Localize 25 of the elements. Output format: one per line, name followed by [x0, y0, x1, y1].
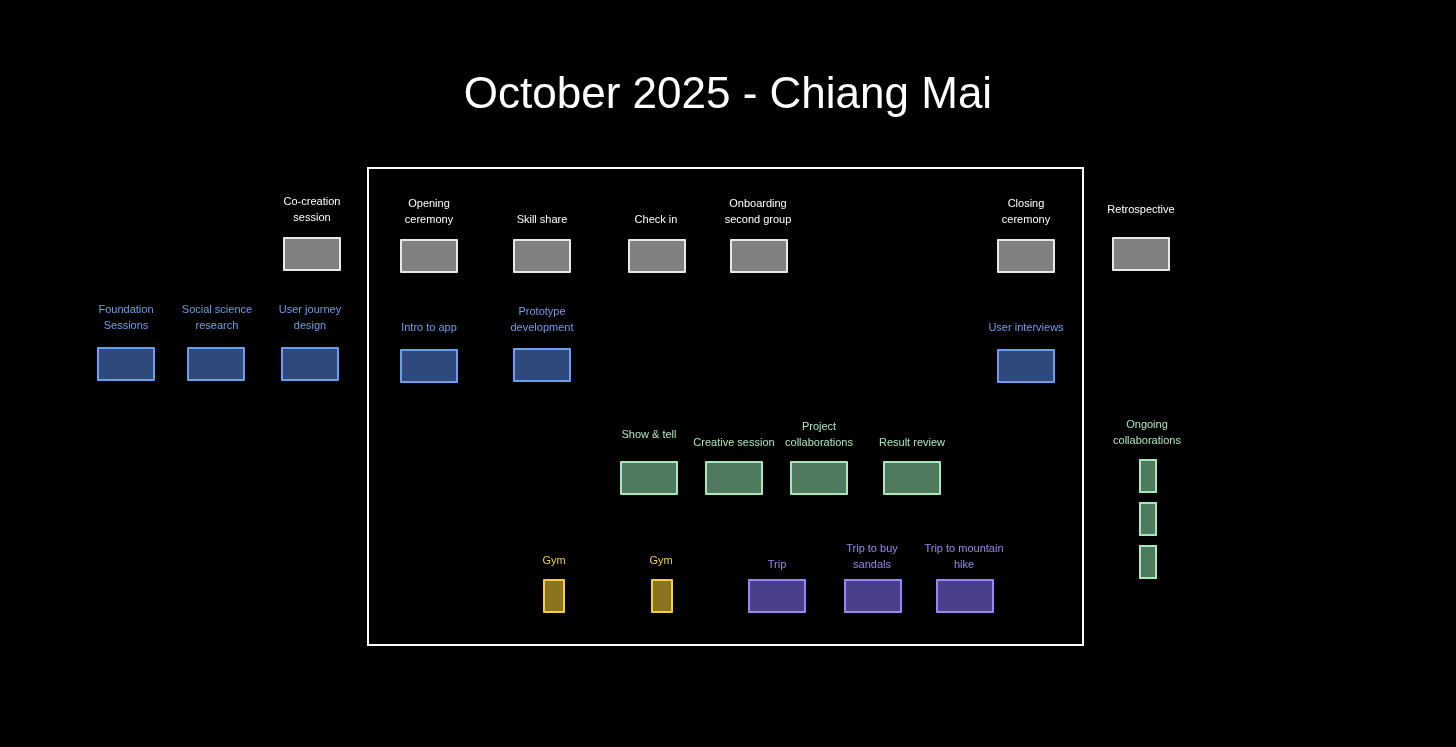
activity-label: Skill share — [515, 212, 569, 227]
activity-label: Opening ceremony — [403, 196, 455, 227]
frame — [367, 167, 1084, 646]
activity-label: User interviews — [987, 320, 1065, 335]
activity-label: Social science research — [180, 302, 254, 333]
activity-label: Retrospective — [1106, 202, 1176, 217]
activity-label: Trip to mountain hike — [923, 541, 1005, 572]
activity-label: Intro to app — [400, 320, 458, 335]
activity-label: Project collaborations — [784, 419, 854, 450]
activity-label: Closing ceremony — [1000, 196, 1052, 227]
activity-label: Foundation Sessions — [97, 302, 155, 333]
activity-label: Creative session — [692, 435, 776, 450]
activity-label: Gym — [648, 553, 674, 568]
activity-label: Show & tell — [620, 427, 678, 442]
activity-label: Gym — [541, 553, 567, 568]
diagram-title: October 2025 - Chiang Mai — [462, 68, 994, 118]
activity-label: Result review — [878, 435, 946, 450]
activity-label: User journey design — [277, 302, 343, 333]
activity-label: Check in — [633, 212, 679, 227]
activity-label: Trip to buy sandals — [845, 541, 899, 572]
activity-label: Trip — [766, 557, 788, 572]
activity-label: Onboarding second group — [723, 196, 793, 227]
activity-label: Co-creation session — [282, 194, 342, 225]
activity-label: Ongoing collaborations — [1112, 417, 1182, 448]
activity-label: Prototype development — [509, 304, 575, 335]
